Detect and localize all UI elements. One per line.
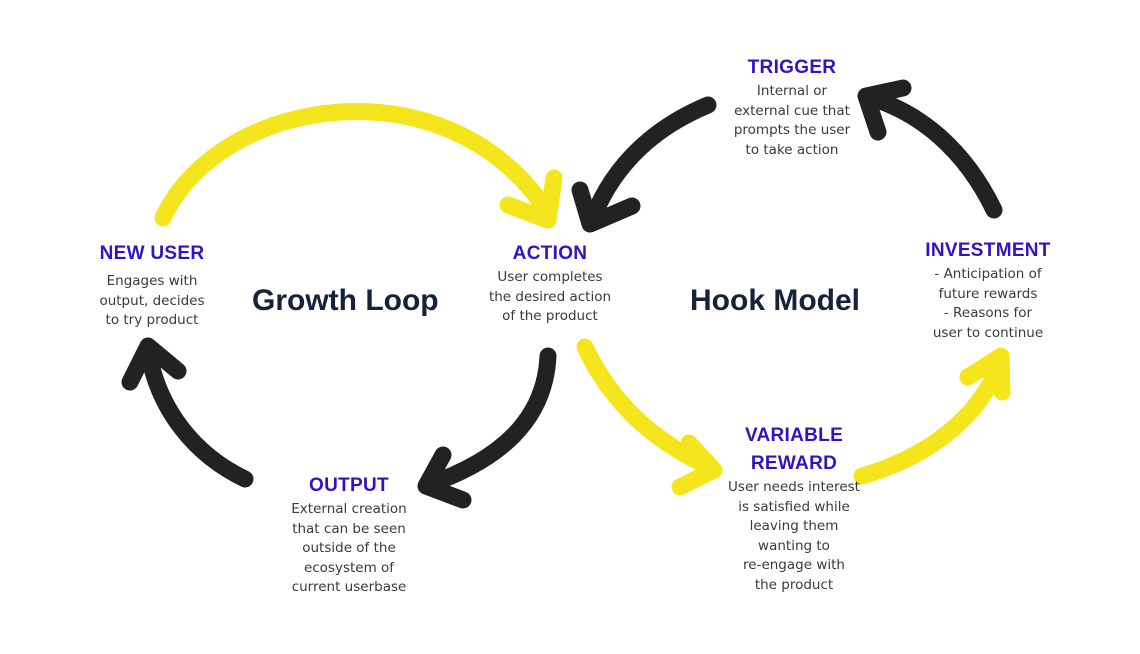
node-new-user-description: Engages with output, decides to try prod… bbox=[99, 273, 205, 328]
node-trigger-description: Internal or external cue that prompts th… bbox=[733, 83, 851, 158]
arrowhead-investment-from-variable-reward bbox=[959, 347, 1011, 401]
node-action-description: User completes the desired action of the… bbox=[488, 269, 612, 324]
node-new-user: NEW USER Engages with output, decides to… bbox=[62, 240, 242, 331]
arrow-variable-reward-to-investment bbox=[853, 351, 1009, 485]
arrow-action-to-output bbox=[419, 347, 557, 494]
node-investment: INVESTMENT - Anticipation of future rewa… bbox=[890, 237, 1086, 343]
node-variable-reward-title: VARIABLE REWARD bbox=[744, 425, 844, 474]
arrowhead-new-user-from-output bbox=[121, 337, 187, 391]
node-output-description: External creation that can be seen outsi… bbox=[291, 501, 407, 595]
arrow-new-user-to-action bbox=[154, 102, 557, 227]
arrowhead-trigger-from-investment bbox=[857, 79, 912, 141]
node-action: ACTION User completes the desired action… bbox=[460, 240, 640, 327]
arrowhead-action-from-new-user bbox=[499, 169, 563, 229]
arrow-trigger-to-action bbox=[583, 96, 717, 229]
growth-loop-label: Growth Loop bbox=[252, 284, 439, 317]
node-output-title: OUTPUT bbox=[309, 475, 389, 496]
hook-model-label: Hook Model bbox=[690, 284, 860, 317]
arrowhead-variable-reward-from-action bbox=[671, 434, 723, 496]
node-investment-title: INVESTMENT bbox=[925, 240, 1051, 261]
node-variable-reward: VARIABLE REWARD User needs interest is s… bbox=[704, 422, 884, 595]
node-variable-reward-description: User needs interest is satisfied while l… bbox=[728, 479, 860, 593]
node-new-user-title: NEW USER bbox=[99, 243, 205, 264]
node-output: OUTPUT External creation that can be see… bbox=[259, 472, 439, 598]
arrowhead-action-from-trigger bbox=[571, 181, 641, 233]
node-trigger-title: TRIGGER bbox=[747, 57, 837, 78]
node-investment-description: - Anticipation of future rewards - Reaso… bbox=[932, 266, 1044, 341]
arrowhead-output-from-action bbox=[417, 446, 472, 509]
arrow-investment-to-trigger bbox=[859, 88, 1003, 219]
arrow-output-to-new-user bbox=[139, 341, 254, 488]
node-trigger: TRIGGER Internal or external cue that pr… bbox=[702, 54, 882, 160]
node-action-title: ACTION bbox=[512, 243, 588, 264]
